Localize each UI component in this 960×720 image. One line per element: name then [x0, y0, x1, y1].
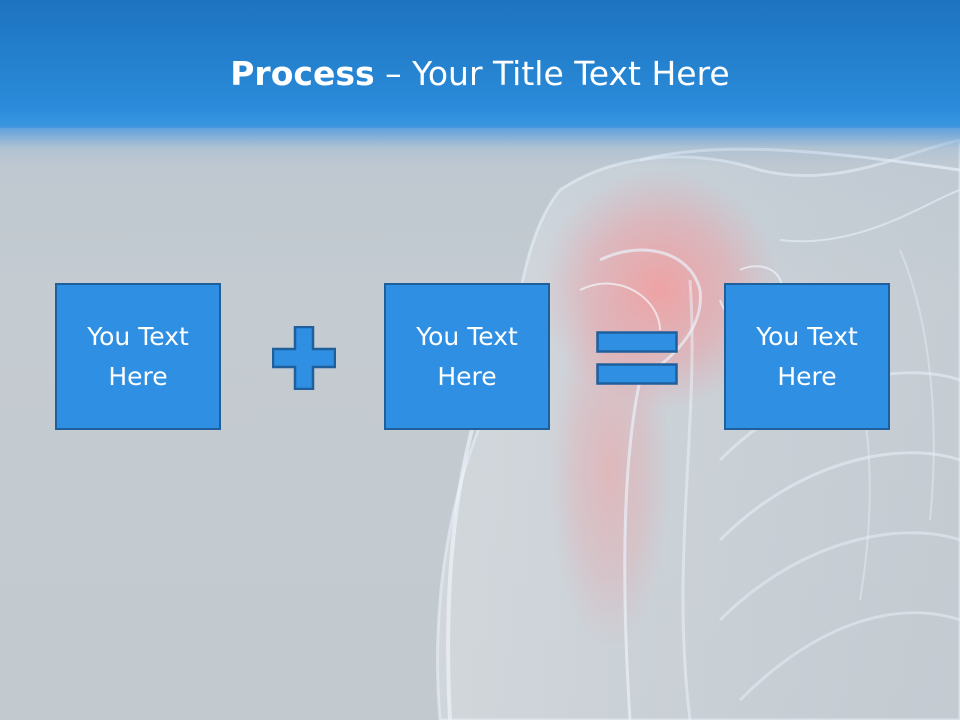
plus-icon[interactable] — [272, 326, 336, 390]
text-box-2[interactable]: You Text Here — [384, 283, 550, 430]
equals-icon[interactable] — [596, 331, 678, 385]
slide-title[interactable]: Process – Your Title Text Here — [0, 52, 960, 96]
title-bold-part: Process — [230, 54, 375, 93]
text-box-3[interactable]: You Text Here — [724, 283, 890, 430]
title-text-part: – Your Title Text Here — [374, 54, 730, 93]
text-box-1[interactable]: You Text Here — [55, 283, 221, 430]
text-box-3-label: You Text Here — [756, 321, 858, 391]
text-box-1-label: You Text Here — [87, 321, 189, 391]
title-bar-fade — [0, 126, 960, 166]
text-box-2-label: You Text Here — [416, 321, 518, 391]
title-bar — [0, 0, 960, 128]
